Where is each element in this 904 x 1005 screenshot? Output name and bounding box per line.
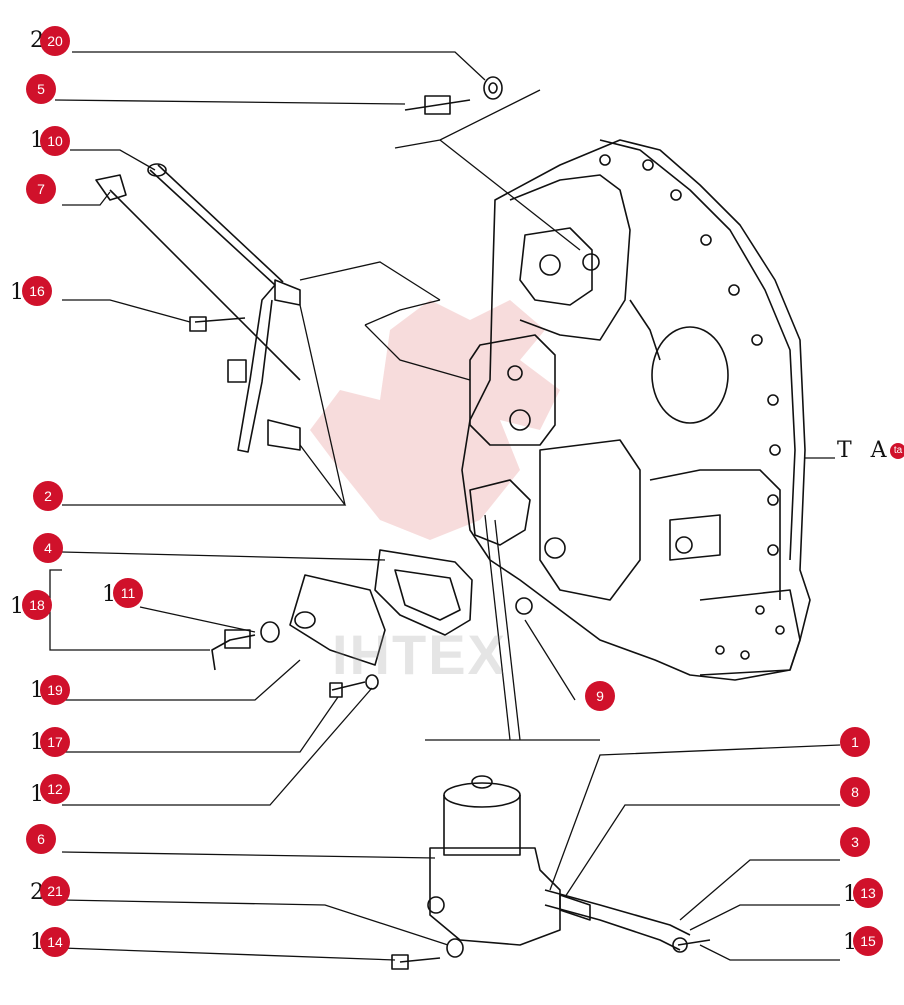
callout-18-badge[interactable]: 18 [22,590,52,620]
callout-9-badge[interactable]: 9 [585,681,615,711]
bolt-17 [329,674,379,698]
dipstick-tube [147,163,301,453]
callout-11-badge[interactable]: 11 [113,578,143,608]
callout-6-badge[interactable]: 6 [26,824,56,854]
callout-11-prefix: 1 [102,582,116,607]
callout-17-badge[interactable]: 17 [40,727,70,757]
callout-4-badge[interactable]: 4 [33,533,63,563]
oil-filter [427,775,561,946]
callout-ta-badge[interactable]: ta [890,443,904,459]
watermark-text: IHTEX [332,623,507,686]
callout-5-badge[interactable]: 5 [26,74,56,104]
callout-1-badge[interactable]: 1 [840,727,870,757]
callout-3-badge[interactable]: 3 [840,827,870,857]
callout-14-badge[interactable]: 14 [40,927,70,957]
gearbox-housing [461,139,811,681]
washer-11 [260,621,280,643]
callout-21-badge[interactable]: 21 [40,876,70,906]
cover-19 [289,574,386,666]
callout-12-badge[interactable]: 12 [40,774,70,804]
callout-16-badge[interactable]: 16 [22,276,52,306]
gasket-4 [374,549,473,636]
callout-8-badge[interactable]: 8 [840,777,870,807]
hose-3 [544,889,691,951]
nut-9 [515,597,533,615]
washer-21 [446,938,464,958]
callout-19-badge[interactable]: 19 [40,675,70,705]
bolt-14 [391,954,441,970]
washer-20 [483,76,503,100]
callout-2-badge[interactable]: 2 [33,481,63,511]
callout-10-badge[interactable]: 10 [40,126,70,156]
callout-13-badge[interactable]: 13 [853,878,883,908]
callout-20-badge[interactable]: 20 [40,26,70,56]
callout-15-badge[interactable]: 15 [853,926,883,956]
leader-lines [49,51,841,961]
dipstick-rod [95,174,301,381]
plug-5 [404,95,471,115]
bolt-15 [672,937,711,953]
callout-18-prefix: 1 [10,594,24,619]
bolt-16 [189,316,246,332]
elbow-fitting [211,629,256,671]
ta-label: T A [837,438,893,463]
watermark-logo [310,300,560,540]
callout-16-prefix: 1 [10,280,24,305]
callout-7-badge[interactable]: 7 [26,174,56,204]
